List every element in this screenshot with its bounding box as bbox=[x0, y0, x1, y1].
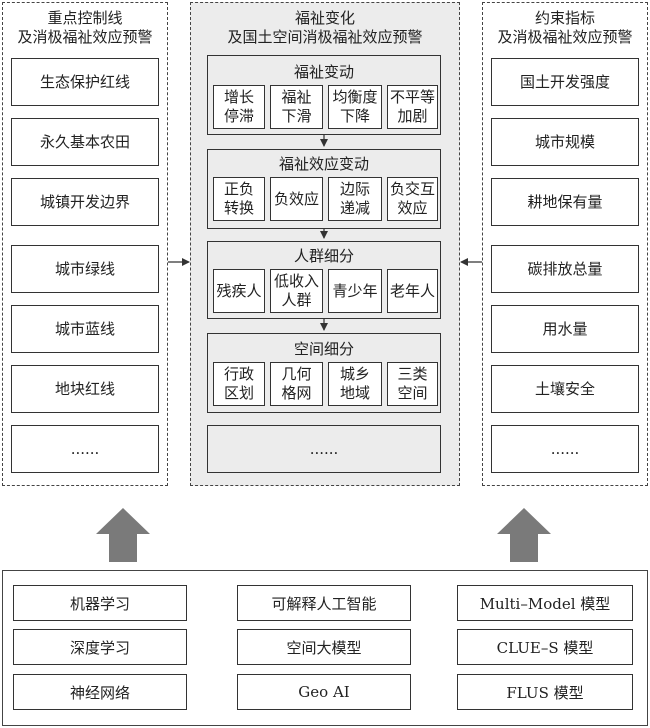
right-item-1: 国土开发强度 bbox=[491, 58, 639, 106]
right-item-more: ...... bbox=[491, 425, 639, 473]
cell-growth-stagnation: 增长 停滞 bbox=[213, 85, 265, 129]
cell-equity-decline: 均衡度 下降 bbox=[328, 85, 382, 129]
group-welfare-effect-change-title: 福祉效应变动 bbox=[278, 155, 369, 173]
bottom-multi-model: Multi–Model 模型 bbox=[457, 585, 633, 621]
left-item-6: 地块红线 bbox=[11, 365, 159, 413]
left-panel-title: 重点控制线 及消极福祉效应预警 bbox=[17, 9, 153, 46]
cell-three-spaces: 三类 空间 bbox=[387, 362, 438, 406]
right-item-4: 碳排放总量 bbox=[491, 245, 639, 293]
group-welfare-change: 福祉变动 增长 停滞 福祉 下滑 均衡度 下降 不平等 加剧 bbox=[207, 55, 441, 135]
center-panel-title: 福祉变化 及国土空间消极福祉效应预警 bbox=[227, 9, 423, 46]
right-item-6: 土壤安全 bbox=[491, 365, 639, 413]
group-spatial-segment: 空间细分 行政 区划 几何 格网 城乡 地域 三类 空间 bbox=[207, 333, 441, 413]
cell-elderly: 老年人 bbox=[387, 269, 438, 313]
bottom-geo-ai: Geo AI bbox=[237, 674, 411, 710]
group-spatial-segment-title: 空间细分 bbox=[293, 340, 354, 358]
bottom-machine-learning: 机器学习 bbox=[13, 585, 187, 621]
bottom-neural-network: 神经网络 bbox=[13, 674, 187, 710]
left-item-4: 城市绿线 bbox=[11, 245, 159, 293]
cell-youth: 青少年 bbox=[328, 269, 382, 313]
right-item-3: 耕地保有量 bbox=[491, 178, 639, 226]
group-population-segment: 人群细分 残疾人 低收入 人群 青少年 老年人 bbox=[207, 241, 441, 319]
bottom-deep-learning: 深度学习 bbox=[13, 629, 187, 665]
bottom-explainable-ai: 可解释人工智能 bbox=[237, 585, 411, 621]
group-population-segment-title: 人群细分 bbox=[293, 247, 354, 265]
cell-urban-rural: 城乡 地域 bbox=[328, 362, 382, 406]
left-item-2: 永久基本农田 bbox=[11, 118, 159, 166]
left-item-1: 生态保护红线 bbox=[11, 58, 159, 106]
center-panel: 福祉变化 及国土空间消极福祉效应预警 福祉变动 增长 停滞 福祉 下滑 均衡度 … bbox=[190, 2, 460, 486]
cell-marginal-decrease: 边际 递减 bbox=[328, 177, 382, 221]
cell-disabled: 残疾人 bbox=[213, 269, 265, 313]
left-item-3: 城镇开发边界 bbox=[11, 178, 159, 226]
bottom-clue-s-model: CLUE–S 模型 bbox=[457, 629, 633, 665]
cell-geometric-grid: 几何 格网 bbox=[270, 362, 323, 406]
cell-low-income: 低收入 人群 bbox=[270, 269, 323, 313]
right-item-5: 用水量 bbox=[491, 305, 639, 353]
group-welfare-change-title: 福祉变动 bbox=[293, 63, 354, 81]
center-more: ...... bbox=[207, 425, 441, 473]
cell-negative-interaction: 负交互 效应 bbox=[387, 177, 438, 221]
cell-welfare-decline: 福祉 下滑 bbox=[270, 85, 323, 129]
left-item-5: 城市蓝线 bbox=[11, 305, 159, 353]
right-item-2: 城市规模 bbox=[491, 118, 639, 166]
cell-inequality-rise: 不平等 加剧 bbox=[387, 85, 438, 129]
cell-negative-effect: 负效应 bbox=[270, 177, 323, 221]
right-panel-title: 约束指标 及消极福祉效应预警 bbox=[497, 9, 633, 46]
big-up-arrow-right bbox=[497, 508, 551, 562]
cell-sign-switch: 正负 转换 bbox=[213, 177, 265, 221]
bottom-flus-model: FLUS 模型 bbox=[457, 674, 633, 710]
bottom-panel: 机器学习 深度学习 神经网络 可解释人工智能 空间大模型 Geo AI Mult… bbox=[2, 570, 648, 726]
left-panel: 重点控制线 及消极福祉效应预警 生态保护红线 永久基本农田 城镇开发边界 城市绿… bbox=[2, 2, 168, 486]
left-item-more: ...... bbox=[11, 425, 159, 473]
cell-admin-division: 行政 区划 bbox=[213, 362, 265, 406]
big-up-arrow-left bbox=[96, 508, 150, 562]
right-panel: 约束指标 及消极福祉效应预警 国土开发强度 城市规模 耕地保有量 碳排放总量 用… bbox=[482, 2, 648, 486]
bottom-spatial-large-model: 空间大模型 bbox=[237, 629, 411, 665]
